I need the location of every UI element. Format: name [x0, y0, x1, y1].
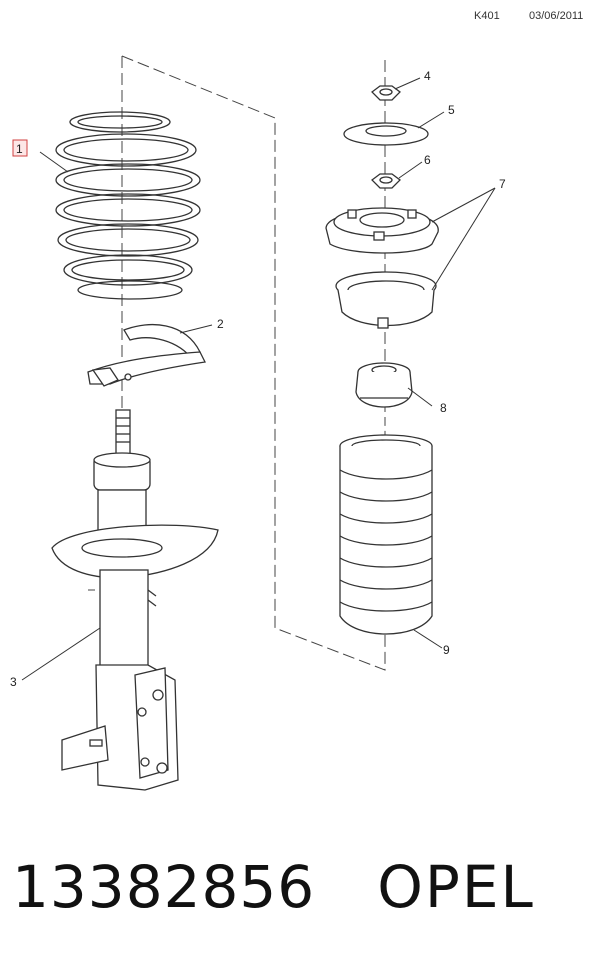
diagram-code: K401: [474, 10, 500, 22]
diagram-date: 03/06/2011: [529, 10, 584, 22]
spring-seat: [87, 324, 206, 387]
callout-1-box: [12, 139, 28, 157]
strut-bearing: [335, 271, 437, 329]
callout-7: 7: [499, 177, 506, 191]
coil-spring: [55, 111, 201, 300]
callout-1: 1: [16, 142, 23, 156]
dust-boot: [339, 434, 433, 635]
callout-3: 3: [10, 675, 17, 689]
callout-5: 5: [448, 103, 455, 117]
top-nut: [371, 85, 401, 101]
nut: [371, 173, 401, 189]
leader-lines: [21, 77, 496, 681]
callout-6: 6: [424, 153, 431, 167]
bump-stop: [355, 362, 413, 408]
strut-mount: [325, 207, 439, 254]
callout-8: 8: [440, 401, 447, 415]
callout-9: 9: [443, 643, 450, 657]
callout-4: 4: [424, 69, 431, 83]
shock-absorber-strut: [51, 409, 219, 791]
part-number: 13382856: [12, 853, 316, 921]
footer: 13382856 OPEL: [12, 850, 592, 930]
exploded-view-diagram: 1 2 3 4 5 6 7 8 9: [10, 55, 506, 791]
callout-2: 2: [217, 317, 224, 331]
washer: [343, 122, 429, 146]
brand-name: OPEL: [377, 853, 535, 921]
